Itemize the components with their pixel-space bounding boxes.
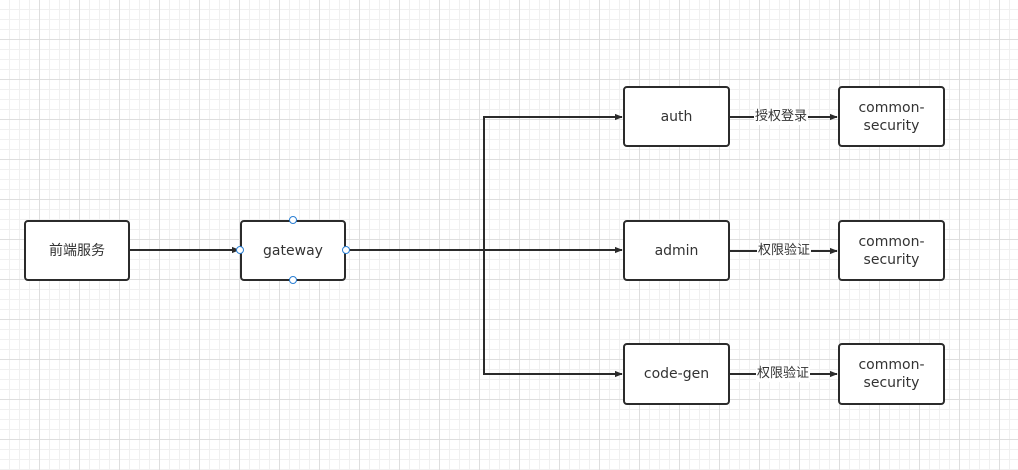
gateway-bottom-handle[interactable] (289, 276, 297, 284)
common-security-line-2: security (863, 117, 920, 134)
node-auth[interactable]: auth (623, 86, 730, 147)
node-common-security-codegen[interactable]: common- security (838, 343, 945, 405)
common-security-line-1: common- (858, 233, 925, 250)
edge-label-codegen-permission: 权限验证 (756, 366, 811, 382)
node-common-security-auth[interactable]: common- security (838, 86, 945, 147)
edge-gateway-codegen[interactable] (346, 249, 623, 378)
edge-label-admin-permission: 权限验证 (757, 243, 812, 259)
edge-label-auth-login: 授权登录 (754, 109, 809, 125)
node-frontend-service[interactable]: 前端服务 (24, 220, 130, 281)
gateway-top-handle[interactable] (289, 216, 297, 224)
node-frontend-label: 前端服务 (49, 242, 105, 259)
edge-gateway-auth[interactable] (346, 113, 623, 251)
node-admin[interactable]: admin (623, 220, 730, 281)
common-security-line-2: security (863, 251, 920, 268)
node-gateway-label: gateway (263, 242, 323, 259)
node-auth-label: auth (660, 108, 693, 125)
node-code-gen[interactable]: code-gen (623, 343, 730, 405)
gateway-left-handle[interactable] (236, 246, 244, 254)
node-admin-label: admin (654, 242, 699, 259)
common-security-line-1: common- (858, 357, 925, 373)
node-common-security-admin[interactable]: common- security (838, 220, 945, 281)
node-gateway[interactable]: gateway (240, 220, 346, 281)
node-code-gen-label: code-gen (643, 366, 710, 382)
common-security-line-2: security (863, 375, 920, 391)
common-security-line-1: common- (858, 99, 925, 116)
gateway-right-handle[interactable] (342, 246, 350, 254)
